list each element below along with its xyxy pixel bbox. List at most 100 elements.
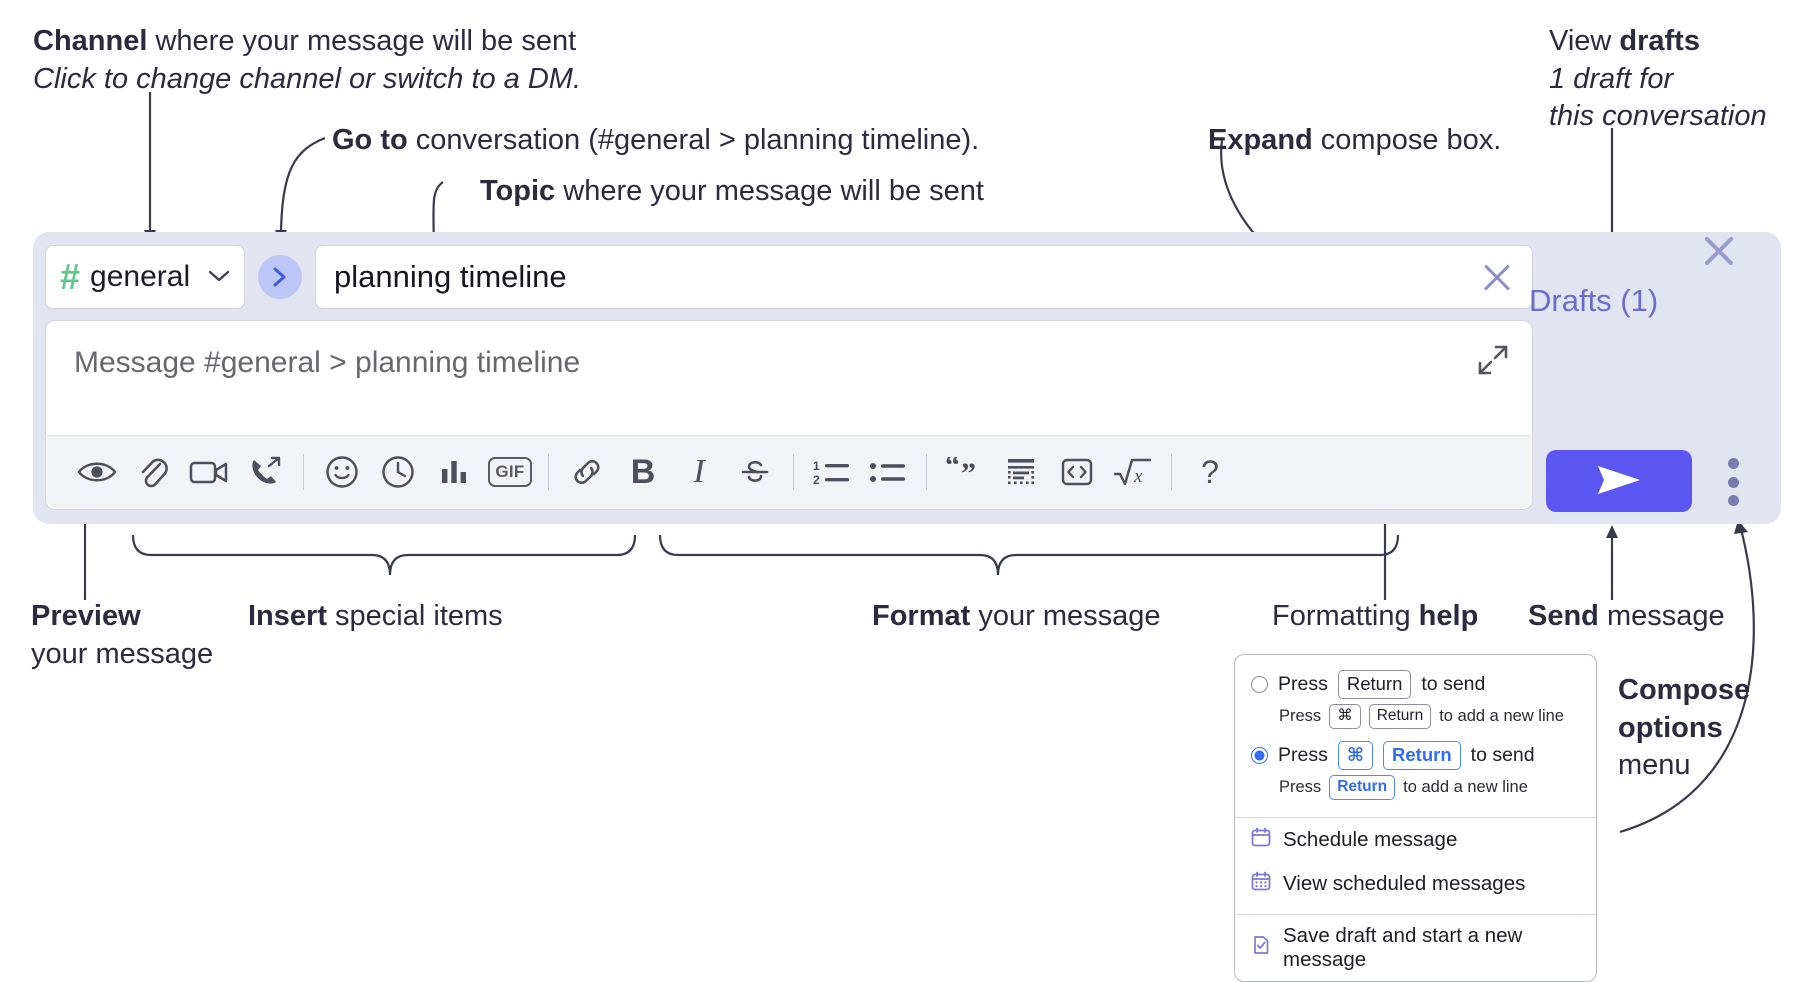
help-icon[interactable]: ? (1182, 444, 1238, 500)
audio-call-icon[interactable] (237, 444, 293, 500)
calendar-icon (1251, 827, 1271, 853)
message-input-box[interactable]: Message #general > planning timeline (45, 320, 1533, 510)
gif-icon[interactable]: GIF (482, 444, 538, 500)
annotation-drafts-sub1: 1 draft for (1549, 62, 1674, 95)
italic-label: I (693, 453, 705, 490)
send-option-return[interactable]: Press Return to send (1235, 667, 1596, 702)
channel-name: general (90, 260, 191, 293)
annotation-drafts: View drafts 1 draft for this conversatio… (1549, 23, 1767, 136)
emoji-icon[interactable] (314, 444, 370, 500)
annotation-insert-rest: special items (326, 600, 503, 632)
compose-header-row: # general planning timeline (45, 244, 1533, 310)
toolbar-divider (303, 454, 304, 490)
option1-sub-key2: Return (1368, 703, 1432, 729)
option2-sub-press: Press (1279, 777, 1322, 796)
option1-tail: to send (1421, 672, 1486, 695)
send-paperplane-icon (1592, 460, 1646, 503)
compose-panel: # general planning timeline Message #gen… (33, 232, 1781, 524)
annotation-send-bold: Send (1528, 600, 1599, 632)
toolbar-divider (926, 454, 927, 490)
video-icon[interactable] (181, 444, 237, 500)
annotation-topic: Topic where your message will be sent (480, 173, 984, 211)
svg-text:x: x (1133, 466, 1143, 487)
annotation-format: Format your message (872, 598, 1161, 636)
annotation-topic-rest: where your message will be sent (555, 175, 984, 207)
goto-conversation-button[interactable] (258, 255, 302, 299)
compose-options-menu: Press Return to send Press ⌘ Return to a… (1234, 654, 1597, 982)
close-icon[interactable] (1480, 260, 1514, 294)
annotation-send-rest: message (1598, 600, 1725, 632)
toolbar-divider (1171, 454, 1172, 490)
bulleted-list-icon[interactable] (860, 444, 916, 500)
topic-input[interactable]: planning timeline (315, 245, 1533, 309)
menu-divider (1235, 816, 1596, 818)
svg-text:2: 2 (813, 473, 820, 487)
italic-icon[interactable]: I (671, 444, 727, 500)
annotation-preview-line2: your message (31, 637, 214, 670)
annotation-channel-bold: Channel (33, 25, 148, 57)
annotation-channel-sub: Click to change channel or switch to a D… (33, 62, 582, 95)
annotation-help-rest: Formatting (1272, 600, 1419, 632)
help-label: ? (1201, 453, 1219, 490)
radio-unselected-icon[interactable] (1251, 675, 1268, 693)
annotation-goto: Go to conversation (#general > planning … (332, 122, 979, 160)
option1-sub-press: Press (1279, 706, 1322, 725)
attachment-icon[interactable] (125, 444, 181, 500)
message-placeholder: Message #general > planning timeline (74, 346, 581, 379)
preview-icon[interactable] (69, 444, 125, 500)
math-icon[interactable]: x (1105, 444, 1161, 500)
menu-item-label: Save draft and start a new message (1283, 923, 1523, 971)
annotation-options-l2: options (1618, 711, 1723, 744)
annotation-expand: Expand compose box. (1208, 122, 1501, 160)
option2-key1: ⌘ (1337, 740, 1374, 770)
annotation-compose-options: Compose options menu (1618, 672, 1750, 785)
svg-text:1: 1 (813, 459, 820, 473)
annotation-channel: Channel where your message will be sent … (33, 23, 581, 98)
annotation-channel-rest: where your message will be sent (147, 25, 577, 57)
annotation-expand-bold: Expand (1208, 124, 1313, 156)
option1-sub-tail: to add a new line (1439, 706, 1564, 725)
close-icon[interactable] (1700, 232, 1738, 270)
channel-selector[interactable]: # general (45, 245, 245, 309)
compose-inner: # general planning timeline Message #gen… (45, 244, 1533, 510)
option2-sub-key: Return (1329, 774, 1396, 800)
poll-icon[interactable] (426, 444, 482, 500)
annotation-send: Send message (1528, 598, 1725, 636)
clock-icon[interactable] (370, 444, 426, 500)
annotation-drafts-sub2: this conversation (1549, 100, 1767, 133)
code-block-icon[interactable] (993, 444, 1049, 500)
bold-label: B (630, 452, 656, 491)
toolbar-divider (548, 454, 549, 490)
strikethrough-icon[interactable] (727, 444, 783, 500)
annotation-topic-bold: Topic (480, 175, 556, 207)
option2-press: Press (1278, 743, 1328, 766)
annotation-drafts-rest: View (1549, 25, 1620, 57)
drafts-link[interactable]: Drafts (1) (1529, 283, 1659, 318)
svg-text:“: “ (945, 457, 960, 482)
annotation-format-bold: Format (872, 600, 971, 632)
link-icon[interactable] (559, 444, 615, 500)
radio-selected-icon[interactable] (1251, 746, 1268, 764)
annotation-expand-rest: compose box. (1312, 124, 1502, 156)
bold-icon[interactable]: B (615, 444, 671, 500)
menu-item-view-scheduled-messages[interactable]: View scheduled messages (1235, 862, 1596, 906)
menu-item-save-draft[interactable]: Save draft and start a new message (1235, 915, 1596, 981)
menu-item-label: View scheduled messages (1283, 871, 1526, 895)
menu-item-schedule-message[interactable]: Schedule message (1235, 818, 1596, 862)
send-button[interactable] (1546, 450, 1692, 512)
expand-icon[interactable] (1476, 343, 1510, 377)
blockquote-icon[interactable]: “” (937, 444, 993, 500)
chevron-down-icon (208, 266, 230, 289)
send-option-return-hint: Press ⌘ Return to add a new line (1235, 702, 1596, 738)
annotation-goto-bold: Go to (332, 124, 408, 156)
option2-sub-tail: to add a new line (1403, 777, 1528, 796)
send-option-cmd-return[interactable]: Press ⌘ Return to send (1235, 738, 1596, 773)
annotation-help-bold: help (1418, 600, 1479, 632)
calendar-grid-icon (1251, 871, 1271, 897)
inline-code-icon[interactable] (1049, 444, 1105, 500)
annotation-options-l3: menu (1618, 749, 1691, 782)
more-vertical-icon[interactable] (1727, 458, 1739, 506)
annotation-insert: Insert special items (248, 598, 503, 636)
